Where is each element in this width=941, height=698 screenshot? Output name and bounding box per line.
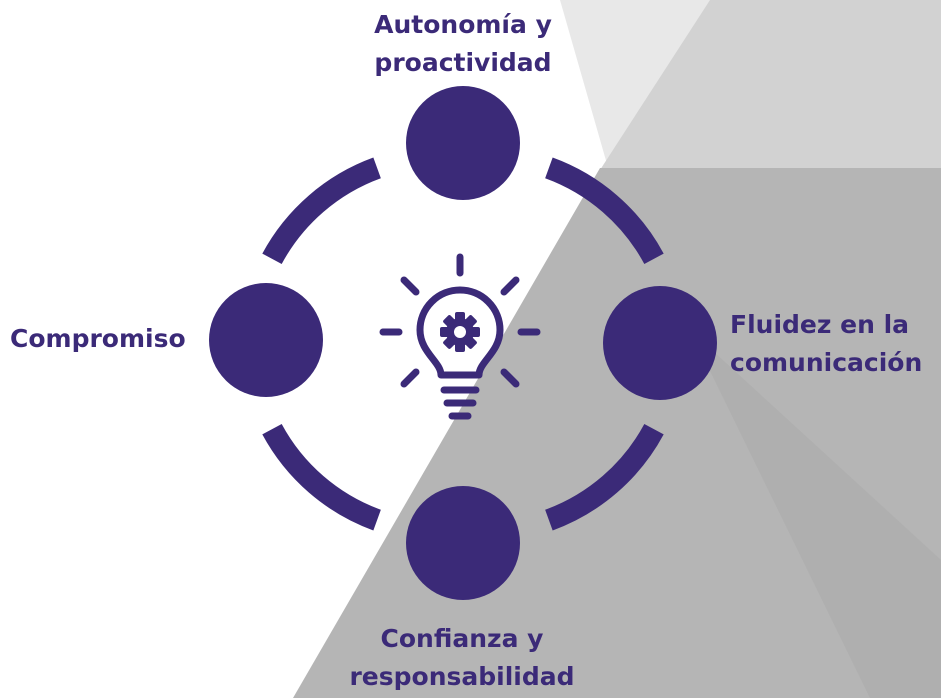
ring-arc-top-left	[262, 157, 382, 265]
node-label-right: Fluidez en la comunicación	[730, 306, 922, 382]
node-label-left: Compromiso	[10, 320, 186, 358]
node-circle-right	[603, 286, 717, 400]
node-label-right-line1: Fluidez en la	[730, 310, 910, 339]
ring-arcs	[262, 157, 664, 531]
ring-arc-bottom-left	[262, 423, 382, 531]
node-label-top-line1: Autonomía y	[374, 10, 552, 39]
lightbulb-gear-icon	[379, 253, 541, 420]
gear-icon	[440, 312, 480, 352]
node-circle-bottom	[406, 486, 520, 600]
node-label-bottom-line2: responsabilidad	[349, 662, 575, 691]
node-label-top-line2: proactividad	[374, 48, 552, 77]
ring-arc-top-right	[544, 157, 664, 265]
background-shape-darker	[690, 330, 941, 698]
node-label-left-line1: Compromiso	[10, 324, 186, 353]
node-circle-left	[209, 283, 323, 397]
node-circle-top	[406, 86, 520, 200]
node-label-top: Autonomía y proactividad	[374, 6, 552, 82]
node-label-right-line2: comunicación	[730, 348, 923, 377]
node-label-bottom-line1: Confianza y	[380, 624, 544, 653]
ring-arc-bottom-right	[544, 423, 664, 531]
node-label-bottom: Confianza y responsabilidad	[349, 620, 574, 696]
